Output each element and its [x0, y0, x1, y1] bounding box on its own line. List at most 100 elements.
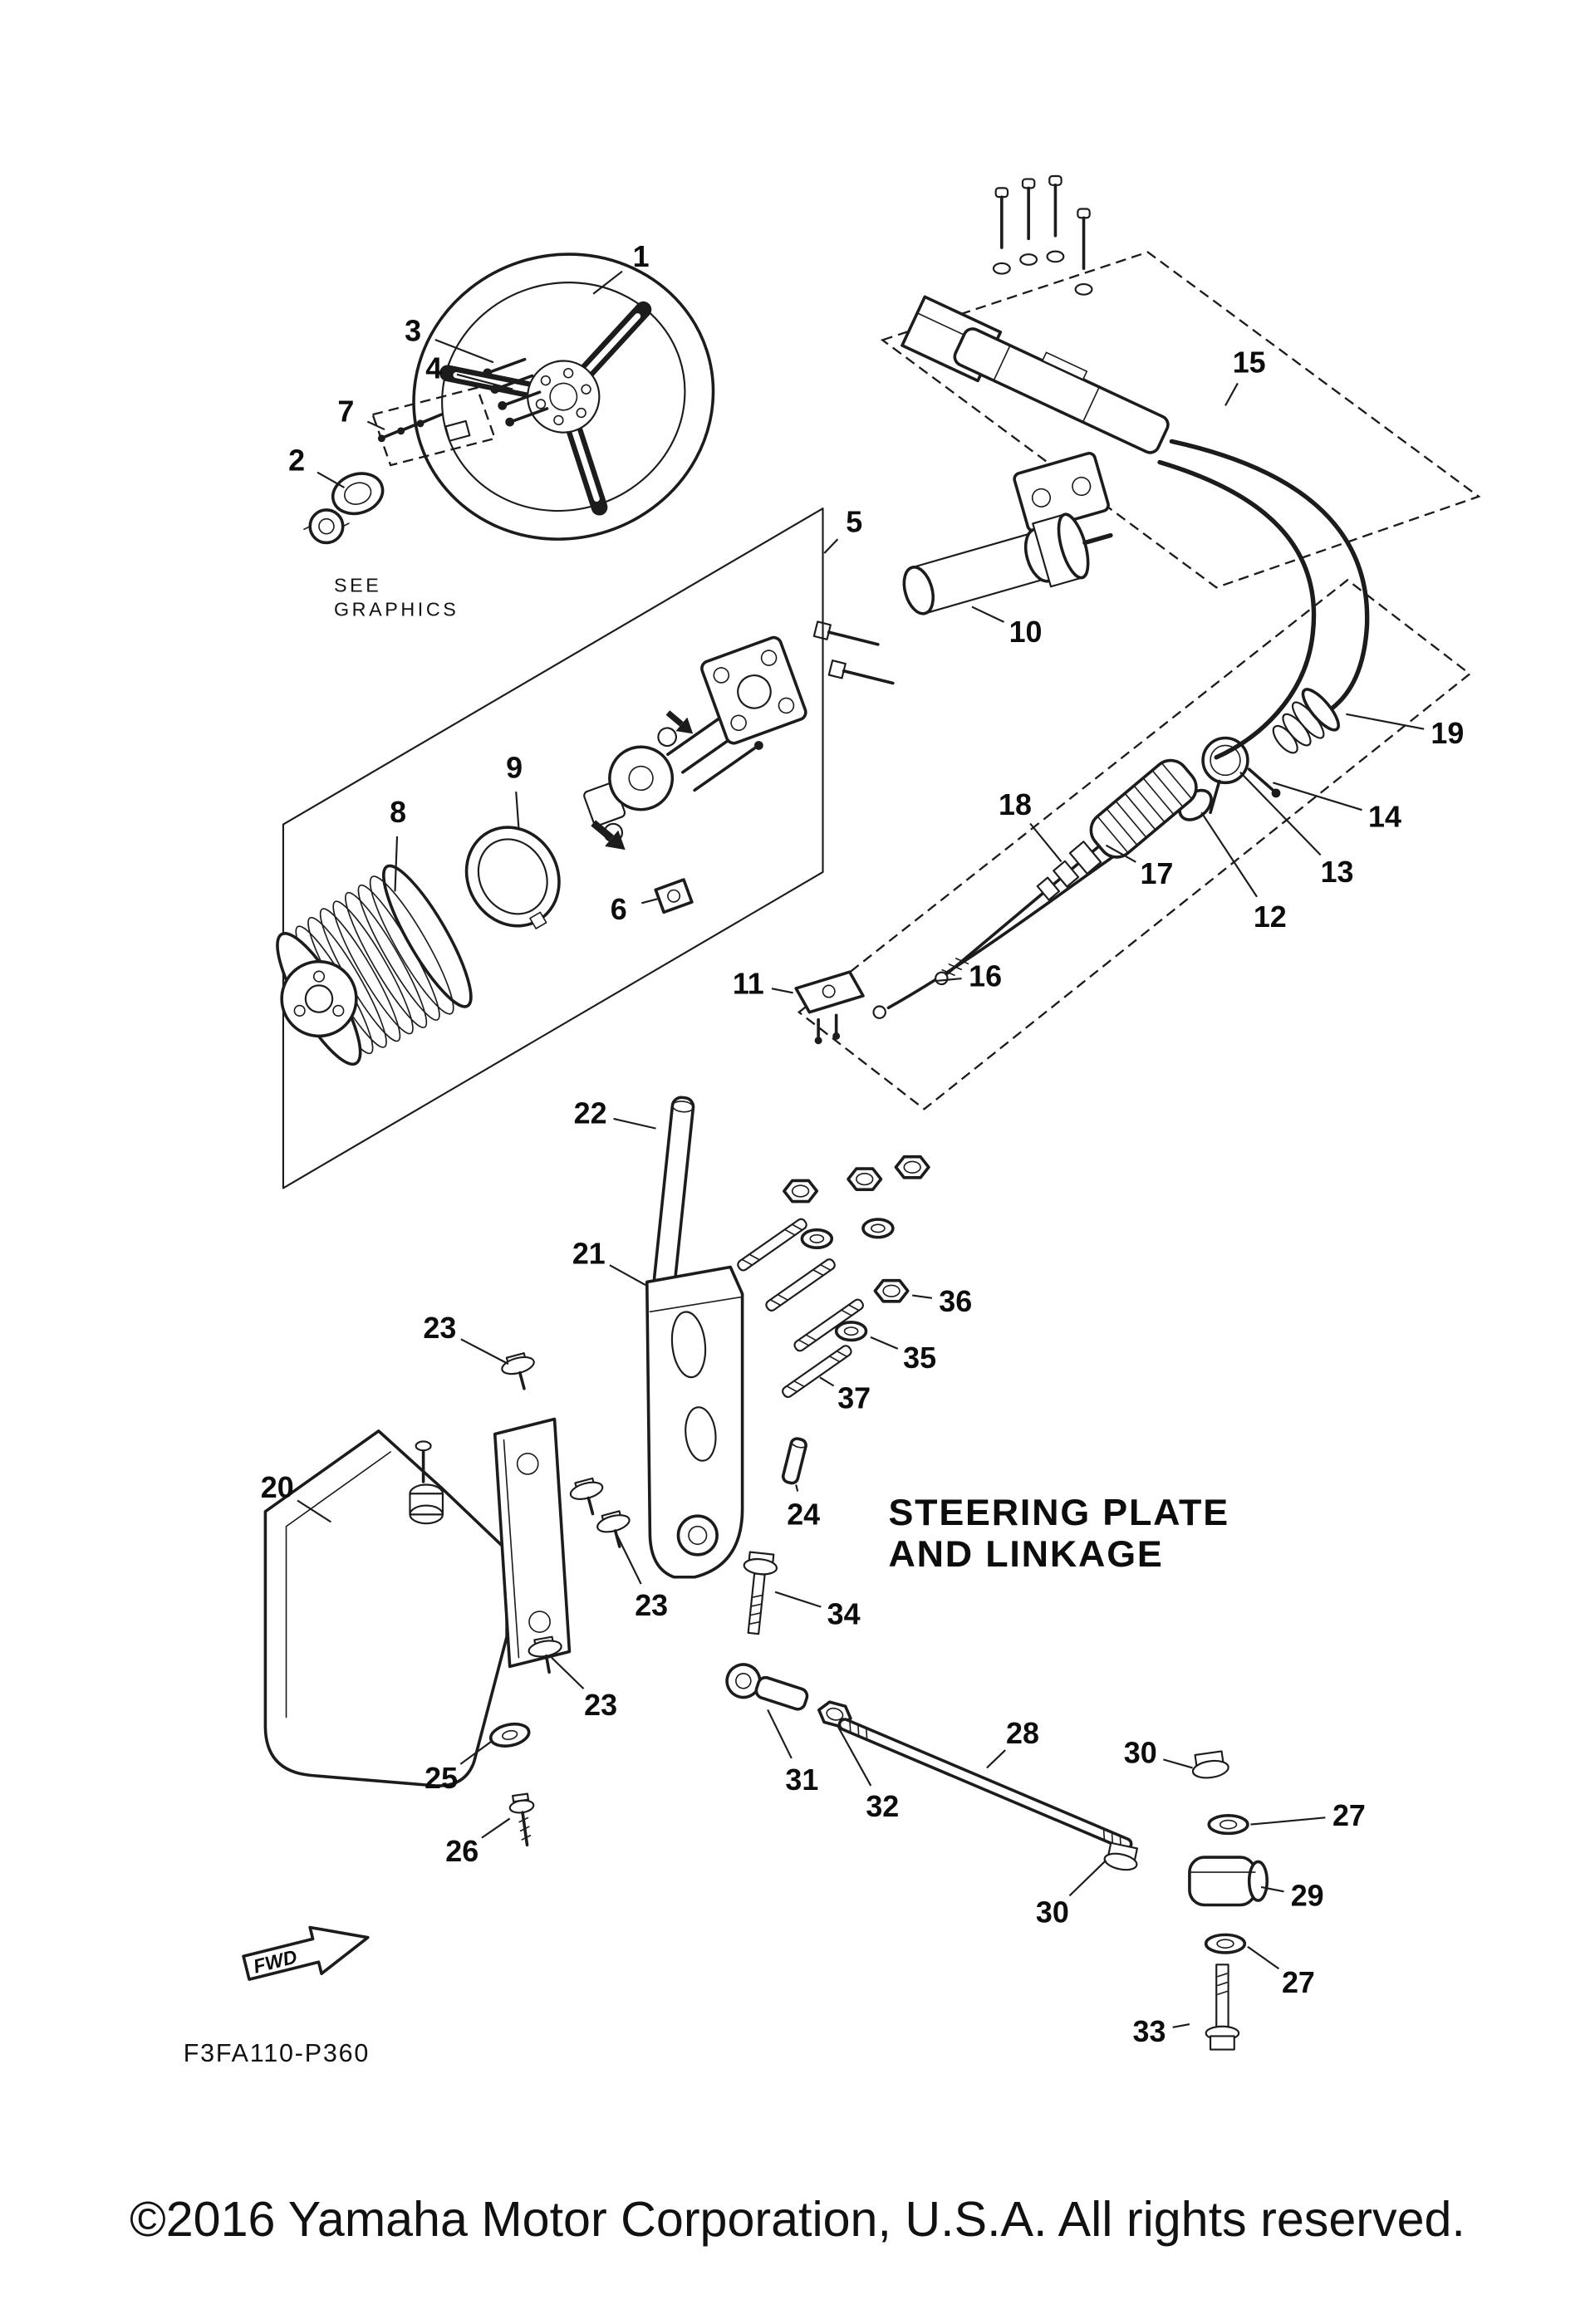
callout-9: 9	[506, 751, 523, 784]
rod-end-left	[725, 1663, 809, 1711]
leader-line-34	[774, 1591, 822, 1608]
leader-line-20	[297, 1499, 331, 1523]
leader-line-9	[515, 792, 520, 830]
diagram-code: F3FA110-P360	[184, 2039, 370, 2067]
leader-line-30	[1068, 1859, 1107, 1897]
callout-15: 15	[1233, 346, 1266, 379]
callout-10: 10	[1009, 615, 1043, 649]
plate-screw	[508, 1792, 535, 1847]
callout-17: 17	[1140, 857, 1173, 890]
pivot-pin	[652, 1096, 695, 1290]
cable-dashed-box	[797, 578, 1472, 1111]
ball-joint-stack	[1103, 1750, 1269, 2051]
leader-line-36	[912, 1294, 932, 1299]
see-graphics-line1: SEE	[334, 575, 381, 596]
callout-13: 13	[1321, 856, 1354, 889]
helm-panel	[282, 507, 824, 1189]
callout-14: 14	[1368, 801, 1401, 834]
helm-mount-plate	[700, 635, 807, 745]
leader-line-31	[767, 1709, 793, 1759]
see-graphics-line2: GRAPHICS	[334, 598, 459, 620]
callout-21: 21	[572, 1237, 606, 1270]
leader-line-12	[1200, 811, 1258, 898]
callout-29: 29	[1291, 1880, 1324, 1913]
leader-line-32	[837, 1725, 872, 1787]
nuts-washers-cluster	[783, 1155, 930, 1342]
callout-23: 23	[423, 1312, 456, 1345]
callout-25: 25	[425, 1762, 458, 1795]
leader-line-23	[616, 1535, 642, 1585]
leader-line-23	[551, 1656, 585, 1689]
leader-line-27	[1247, 1945, 1280, 1970]
callout-31: 31	[785, 1763, 818, 1797]
mounting-bolts-top	[992, 174, 1093, 296]
swivel-bracket	[645, 1265, 744, 1579]
callout-27: 27	[1332, 1799, 1366, 1832]
leader-line-37	[819, 1376, 835, 1387]
studs	[737, 1218, 864, 1399]
cable-end-bracket	[794, 970, 865, 1045]
leader-line-15	[1224, 382, 1239, 406]
leader-line-3	[434, 339, 494, 364]
copyright-notice: ©2016 Yamaha Motor Corporation, U.S.A. A…	[130, 2191, 1465, 2247]
callout-30: 30	[1124, 1736, 1157, 1769]
flanged-bolts	[501, 1352, 631, 1674]
callout-24: 24	[787, 1498, 820, 1531]
leader-line-4	[456, 373, 513, 390]
collar-ring	[464, 826, 561, 929]
leader-line-13	[1239, 772, 1322, 856]
square-washer	[654, 878, 694, 914]
leader-line-27	[1250, 1817, 1326, 1826]
callout-23: 23	[635, 1589, 668, 1622]
wheel-bushing	[303, 472, 385, 545]
steering-plate	[263, 1429, 508, 1787]
diagram-title-line2: AND LINKAGE	[888, 1532, 1163, 1575]
callout-22: 22	[574, 1097, 607, 1130]
diagram-title-line1: STEERING PLATE	[888, 1491, 1229, 1533]
callout-18: 18	[999, 788, 1032, 821]
leader-line-33	[1172, 2022, 1190, 2028]
screw-kit-box	[371, 386, 497, 467]
collar-face	[280, 959, 358, 1038]
wheel-mount-screws	[483, 357, 549, 427]
remote-control-dashed-box	[880, 251, 1481, 589]
callout-5: 5	[846, 505, 862, 538]
callout-4: 4	[425, 351, 442, 385]
helm-unit	[812, 451, 1113, 685]
callout-6: 6	[611, 893, 627, 926]
leader-line-8	[394, 836, 399, 892]
callouts-layer: 1234567891011121314151617181920212223232…	[261, 240, 1465, 2048]
callout-32: 32	[866, 1790, 899, 1823]
callout-34: 34	[827, 1598, 861, 1631]
hinge-strap	[493, 1417, 572, 1669]
leader-line-1	[592, 270, 623, 295]
callout-28: 28	[1006, 1717, 1039, 1750]
callout-33: 33	[1133, 2015, 1166, 2048]
callout-36: 36	[939, 1285, 972, 1318]
fwd-arrow: FWD	[242, 1925, 370, 1981]
callout-12: 12	[1254, 900, 1287, 934]
leader-line-17	[1105, 844, 1136, 863]
hex-bolt	[743, 1551, 778, 1635]
callout-23: 23	[584, 1689, 617, 1722]
leader-line-28	[986, 1749, 1006, 1769]
callout-3: 3	[405, 315, 421, 348]
leader-line-30	[1163, 1758, 1193, 1769]
leader-line-16	[935, 978, 962, 983]
callout-1: 1	[633, 240, 650, 273]
callout-37: 37	[837, 1381, 871, 1415]
callout-2: 2	[288, 444, 305, 478]
leader-line-7	[366, 420, 385, 431]
cable-outer-end	[935, 758, 1198, 986]
callout-35: 35	[903, 1341, 936, 1375]
leader-line-19	[1346, 713, 1425, 730]
callout-11: 11	[733, 968, 764, 1001]
leader-line-14	[1273, 782, 1362, 811]
callout-20: 20	[261, 1471, 294, 1504]
plate-washer	[488, 1722, 531, 1748]
leader-line-23	[460, 1338, 509, 1365]
leader-line-5	[823, 538, 839, 554]
callout-19: 19	[1431, 717, 1464, 750]
callout-30: 30	[1036, 1895, 1069, 1929]
